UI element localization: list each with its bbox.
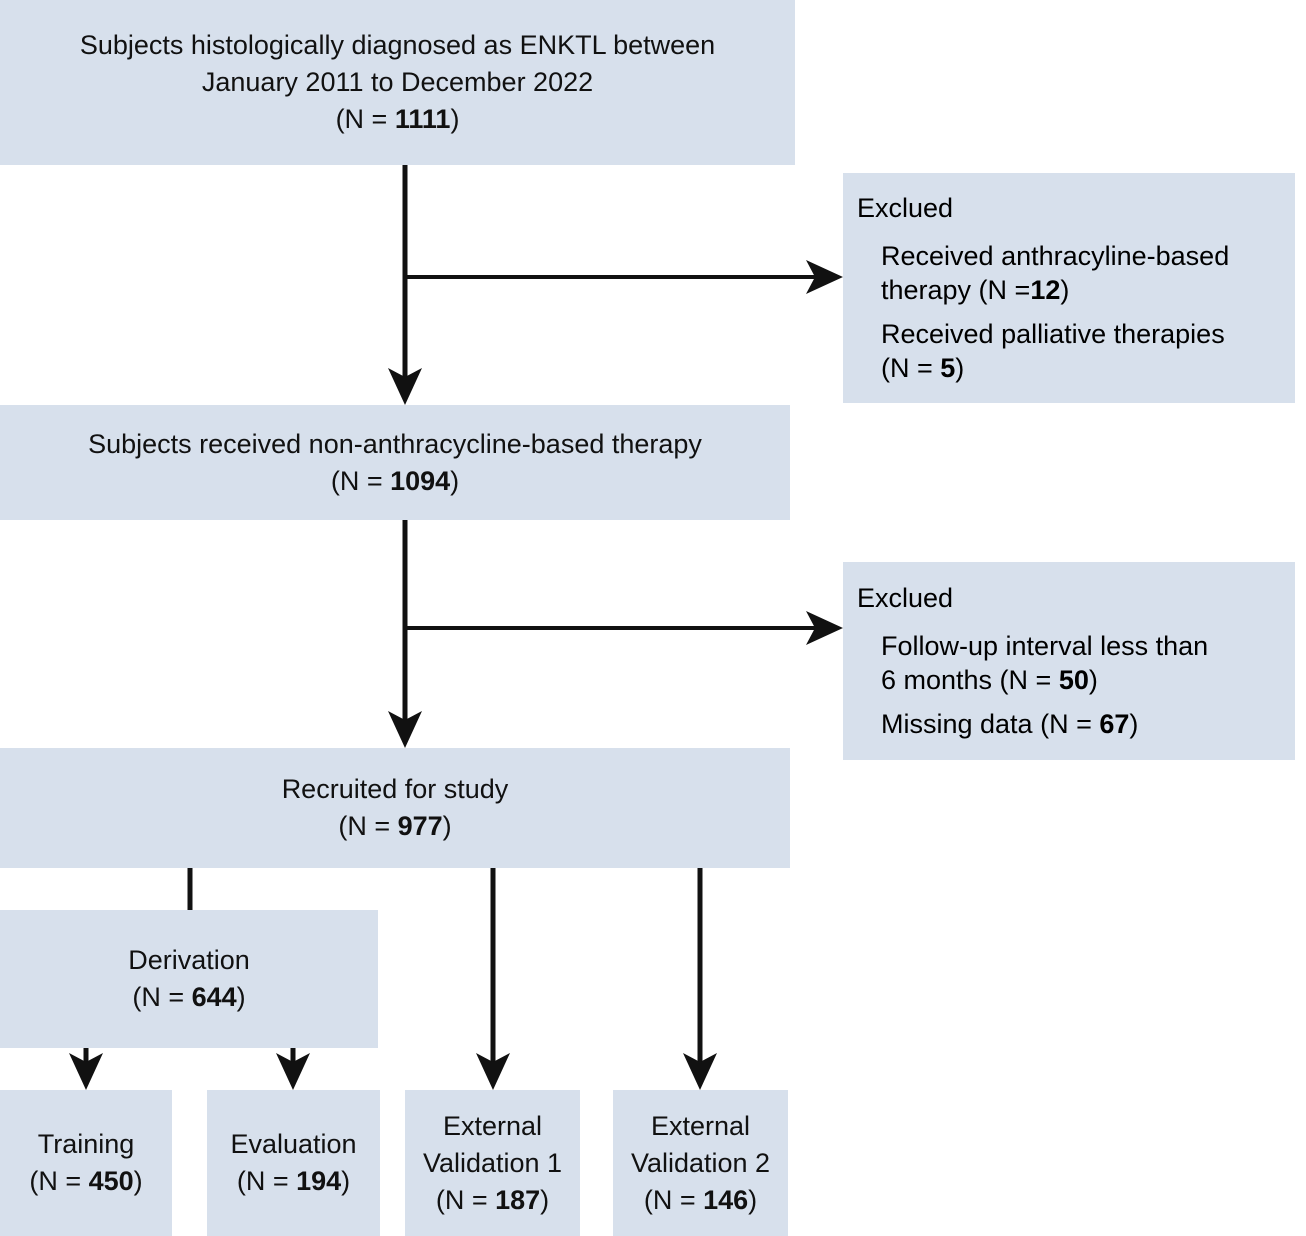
- exclusion-2-item-2-value: 67: [1099, 709, 1130, 739]
- n-suffix: ): [341, 1166, 351, 1196]
- node-evaluation: Evaluation (N = 194): [207, 1090, 380, 1236]
- n-value: 644: [191, 982, 237, 1012]
- exclusion-1-item-1-suffix: ): [1060, 275, 1070, 305]
- exclusion-2-item-1-value: 50: [1058, 665, 1089, 695]
- connector-exclusion-1: [405, 260, 843, 294]
- node-external-validation-1-line1: External: [442, 1110, 543, 1141]
- n-suffix: ): [450, 104, 460, 134]
- node-training: Training (N = 450): [0, 1090, 172, 1236]
- n-prefix: (N =: [29, 1166, 89, 1196]
- node-enrolled-line2: January 2011 to December 2022: [201, 67, 594, 97]
- exclusion-2-item-1-line1: Follow-up interval less than: [881, 631, 1209, 661]
- connector-derivation-to-evaluation: [276, 1048, 310, 1090]
- n-prefix: (N =: [435, 1184, 496, 1215]
- exclusion-2-item-1-suffix: ): [1088, 665, 1098, 695]
- n-prefix: (N =: [132, 982, 192, 1012]
- n-suffix: ): [236, 982, 246, 1012]
- node-enrolled-count: (N = 1111): [336, 101, 460, 138]
- exclusion-1-item-1: Received anthracyline-based therapy (N =…: [881, 239, 1295, 307]
- node-external-validation-1-line2: Validation 1: [422, 1147, 563, 1178]
- node-derivation-line1: Derivation: [128, 945, 250, 975]
- exclusion-2-item-1: Follow-up interval less than 6 months (N…: [881, 629, 1295, 697]
- node-external-validation-1-count: (N = 187): [436, 1182, 549, 1219]
- n-suffix: ): [748, 1184, 758, 1215]
- exclusion-1-item-2-suffix: ): [955, 353, 965, 383]
- exclusion-1-item-1-prefix: therapy (N =: [881, 275, 1031, 305]
- node-derivation: Derivation (N = 644): [0, 910, 378, 1048]
- n-value: 187: [495, 1184, 541, 1215]
- node-external-validation-1: External Validation 1 (N = 187): [405, 1090, 580, 1236]
- n-suffix: ): [442, 811, 452, 841]
- n-prefix: (N =: [338, 811, 398, 841]
- exclusion-1-item-2-prefix: (N =: [881, 353, 941, 383]
- n-suffix: ): [450, 465, 460, 496]
- n-prefix: (N =: [335, 104, 395, 134]
- exclusion-1-item-2-value: 5: [940, 353, 956, 383]
- exclusion-1-item-2: Received palliative therapies (N = 5): [881, 317, 1295, 385]
- connector-recruited-to-extval2: [683, 868, 717, 1090]
- exclusion-1-title: Exclued: [857, 193, 954, 223]
- connector-enrolled-to-nonanthracycline: [388, 165, 422, 405]
- n-prefix: (N =: [643, 1184, 704, 1215]
- node-exclusion-1: Exclued Received anthracyline-based ther…: [843, 173, 1295, 403]
- n-suffix: ): [133, 1166, 143, 1196]
- node-exclusion-2: Exclued Follow-up interval less than 6 m…: [843, 562, 1295, 760]
- exclusion-1-item-1-value: 12: [1030, 275, 1061, 305]
- n-prefix: (N =: [330, 465, 391, 496]
- exclusion-2-item-1-prefix: 6 months (N =: [881, 665, 1059, 695]
- node-recruited-count: (N = 977): [338, 808, 451, 845]
- n-value: 977: [397, 811, 443, 841]
- exclusion-1-item-2-line1: Received palliative therapies: [881, 319, 1225, 349]
- n-value: 1094: [390, 465, 451, 496]
- n-value: 146: [703, 1184, 749, 1215]
- node-non-anthracycline: Subjects received non-anthracycline-base…: [0, 405, 790, 520]
- node-evaluation-count: (N = 194): [237, 1163, 350, 1200]
- node-training-count: (N = 450): [29, 1163, 142, 1200]
- node-external-validation-2: External Validation 2 (N = 146): [613, 1090, 788, 1236]
- node-evaluation-line1: Evaluation: [230, 1129, 357, 1159]
- node-recruited: Recruited for study (N = 977): [0, 748, 790, 868]
- n-prefix: (N =: [236, 1166, 297, 1196]
- node-recruited-line1: Recruited for study: [281, 774, 509, 804]
- exclusion-2-item-2: Missing data (N = 67): [881, 707, 1295, 741]
- n-value: 1111: [394, 104, 451, 134]
- exclusion-1-item-1-line1: Received anthracyline-based: [881, 241, 1230, 271]
- node-non-anthracycline-line1: Subjects received non-anthracycline-base…: [88, 428, 702, 459]
- node-non-anthracycline-count: (N = 1094): [331, 463, 459, 500]
- node-training-line1: Training: [37, 1129, 135, 1159]
- exclusion-2-title: Exclued: [857, 583, 954, 613]
- n-value: 450: [88, 1166, 134, 1196]
- node-derivation-count: (N = 644): [132, 979, 245, 1016]
- connector-nonanthracycline-to-recruited: [388, 520, 422, 748]
- connector-recruited-to-extval1: [476, 868, 510, 1090]
- connector-exclusion-2: [405, 611, 843, 645]
- connector-derivation-to-training: [69, 1048, 103, 1090]
- exclusion-2-item-2-prefix: Missing data (N =: [881, 709, 1100, 739]
- node-external-validation-2-count: (N = 146): [644, 1182, 757, 1219]
- exclusion-2-item-2-suffix: ): [1129, 709, 1139, 739]
- node-enrolled-line1: Subjects histologically diagnosed as ENK…: [79, 30, 716, 60]
- node-external-validation-2-line1: External: [650, 1110, 751, 1141]
- n-suffix: ): [540, 1184, 550, 1215]
- node-enrolled: Subjects histologically diagnosed as ENK…: [0, 0, 795, 165]
- n-value: 194: [296, 1166, 342, 1196]
- node-external-validation-2-line2: Validation 2: [630, 1147, 771, 1178]
